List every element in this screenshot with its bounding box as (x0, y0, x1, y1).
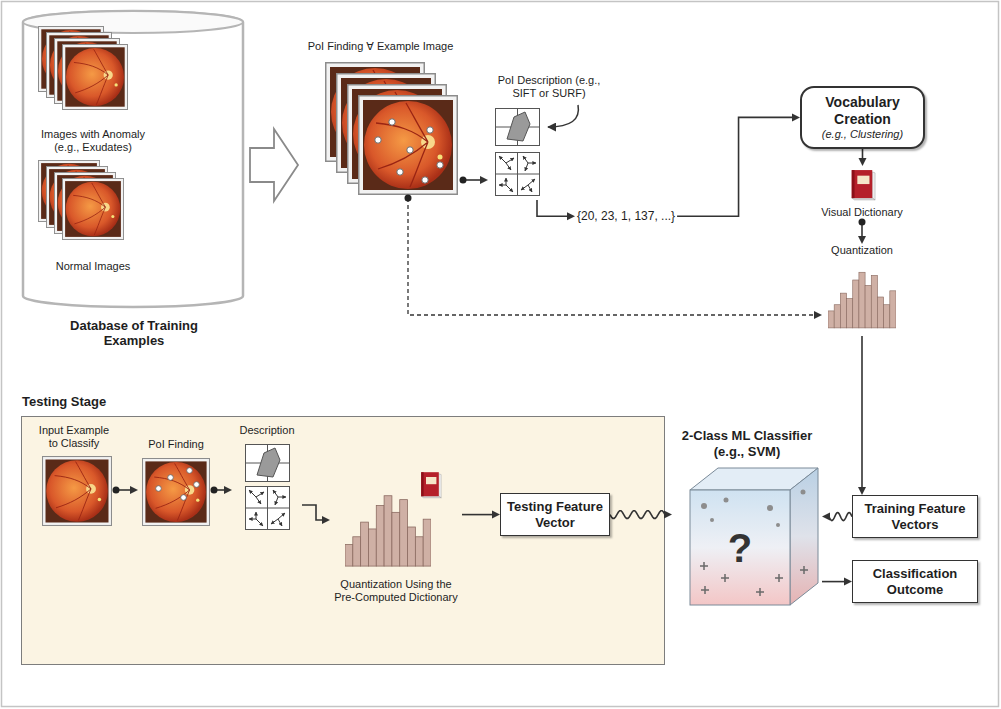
connector-dot (460, 177, 467, 184)
node-label: Testing Stage (22, 394, 222, 410)
arrow-head (567, 212, 575, 220)
connector-line (408, 198, 815, 315)
node-label: {20, 23, 1, 137, ...} (577, 209, 675, 223)
descriptor-vector: {20, 23, 1, 137, ...} (575, 208, 677, 224)
node-label: Training Feature Vectors (857, 501, 973, 532)
arrow-head (822, 513, 830, 521)
poi-finding-images: PoI Finding ∀ Example Image (298, 38, 463, 198)
connector-line (822, 581, 845, 583)
connector-line (537, 200, 568, 216)
connector (822, 513, 852, 521)
process-box: Training Feature Vectors (852, 495, 978, 538)
node-label: Testing Feature Vector (505, 499, 605, 530)
connector-line (302, 505, 323, 520)
connector-line (862, 149, 864, 159)
test-histogram: Quantization Using the Pre-Computed Dict… (330, 470, 462, 612)
node-label: Images with Anomaly (e.g., Exudates) (34, 128, 152, 154)
poi-finding-image: PoI Finding (138, 438, 214, 530)
block-arrow (250, 129, 298, 201)
node-label: Classification Outcome (857, 566, 973, 597)
connector (113, 486, 139, 494)
dictionary-icon: Visual Dictionary (812, 166, 912, 222)
vocabulary-box: Vocabulary Creation(e.g., Clustering) (800, 86, 925, 149)
connector-dot (211, 487, 218, 494)
description-patches: Description (232, 424, 302, 530)
arrow-head (844, 578, 852, 586)
connector-line (610, 511, 665, 519)
arrow-head (858, 487, 866, 495)
testing-stage-panel: Testing StageInput Example to ClassifyPo… (20, 394, 665, 665)
process-box: Testing Feature Vector (500, 493, 610, 536)
arrow-head (224, 486, 232, 494)
connector-dot (113, 487, 120, 494)
quantization-histogram: Quantization (822, 244, 902, 336)
node-label: Normal Images (34, 260, 152, 273)
arrow-head (814, 311, 822, 319)
connector (211, 486, 233, 494)
connector-dot (859, 219, 866, 226)
node-label: Vocabulary Creation (806, 94, 919, 128)
node-label: Quantization Using the Pre-Computed Dict… (331, 578, 461, 604)
input-image: Input Example to Classify (32, 424, 116, 530)
connector (462, 511, 500, 519)
poi-description: PoI Description (e.g., SIFT or SURF) (488, 72, 610, 200)
database-cylinder: Images with Anomaly (e.g., Exudates) Norm… (18, 8, 250, 358)
connector (858, 336, 866, 495)
connector (822, 578, 852, 586)
node-label: PoI Finding (138, 438, 214, 451)
arrow-head (858, 236, 866, 244)
connector-line (829, 513, 852, 521)
arrow-head (322, 516, 330, 524)
connector (610, 511, 672, 519)
connector (677, 113, 800, 216)
node-label: 2-Class ML Classifier (e.g., SVM) (672, 428, 822, 459)
connector (405, 195, 823, 320)
connector-dot (405, 195, 412, 202)
arrow-head (492, 511, 500, 519)
node-label: (e.g., Clustering) (806, 128, 919, 141)
node-label: ? (690, 524, 790, 572)
arrow-head (792, 113, 800, 121)
connector (859, 149, 867, 166)
node-label: Visual Dictionary (812, 206, 912, 219)
arrow-head (664, 511, 672, 519)
node-label: Quantization (822, 244, 902, 257)
process-box: Classification Outcome (852, 560, 978, 603)
connector (537, 200, 575, 220)
node-label: Description (232, 424, 302, 437)
classifier-cube: 2-Class ML Classifier (e.g., SVM)? (672, 428, 822, 612)
node-label: Input Example to Classify (34, 424, 114, 450)
arrow-head (859, 158, 867, 166)
connector-line (677, 117, 793, 216)
node-label: PoI Description (e.g., SIFT or SURF) (492, 74, 606, 100)
arrow-head (480, 176, 488, 184)
node-label: Database of Training Examples (68, 318, 200, 349)
connector (302, 505, 330, 524)
node-label: PoI Finding ∀ Example Image (298, 40, 463, 53)
connector (250, 129, 298, 201)
connector-line (861, 336, 863, 488)
arrow-head (130, 486, 138, 494)
connector (460, 176, 489, 184)
connector (858, 219, 866, 245)
connector-line (462, 514, 493, 516)
